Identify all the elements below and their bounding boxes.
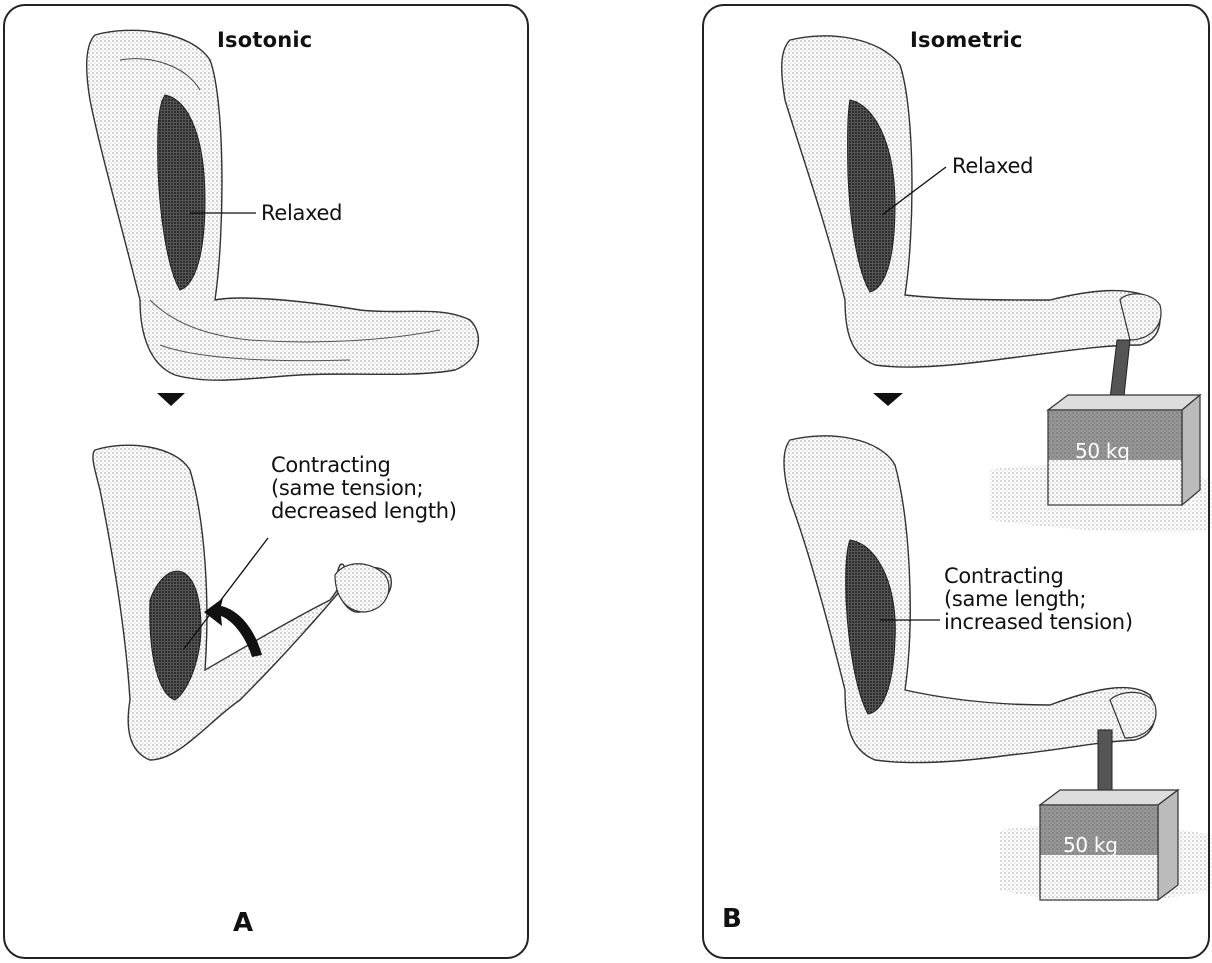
panel-a-contracting-label: Contracting (same tension; decreased len… xyxy=(271,454,457,523)
panel-a-letter: A xyxy=(233,908,253,938)
contracting-label-line: (same tension; xyxy=(271,477,457,500)
weight-label-bottom: 50 kg xyxy=(1063,834,1118,857)
contracting-label-line: Contracting xyxy=(271,454,457,477)
panel-b-title: Isometric xyxy=(910,28,1023,52)
panel-b-relaxed-label: Relaxed xyxy=(952,155,1033,178)
down-arrow-a xyxy=(157,393,185,406)
contracting-label-line: increased tension) xyxy=(944,611,1133,634)
contracting-label-line: Contracting xyxy=(944,565,1133,588)
panel-a-title: Isotonic xyxy=(217,28,312,52)
panel-b-letter: B xyxy=(722,904,742,934)
curved-arrow-a xyxy=(204,598,262,657)
weight-label-top: 50 kg xyxy=(1075,440,1130,463)
panel-b-contracting-label: Contracting (same length; increased tens… xyxy=(944,565,1133,634)
panel-a-relaxed-label: Relaxed xyxy=(261,202,342,225)
contracting-label-line: (same length; xyxy=(944,588,1133,611)
contracting-label-line: decreased length) xyxy=(271,500,457,523)
panel-isometric xyxy=(702,4,1210,959)
